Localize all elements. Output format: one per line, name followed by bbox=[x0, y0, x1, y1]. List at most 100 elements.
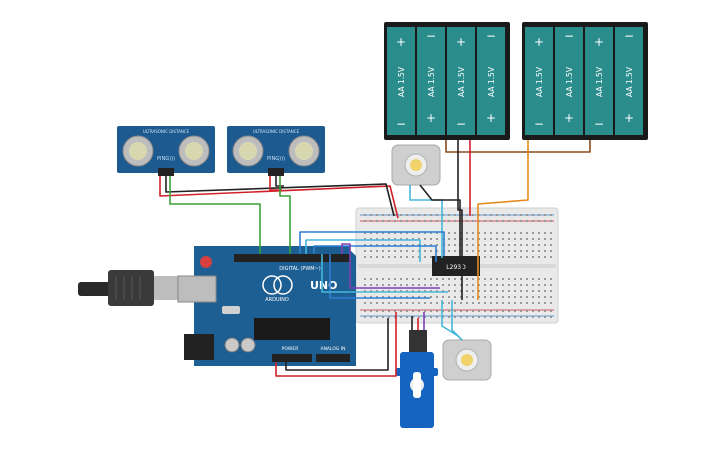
breadboard-hole bbox=[382, 290, 384, 292]
breadboard-hole bbox=[376, 302, 378, 304]
breadboard-hole bbox=[544, 250, 546, 252]
dc-motor-1[interactable] bbox=[391, 144, 441, 186]
breadboard-hole bbox=[466, 214, 468, 216]
breadboard-hole bbox=[406, 238, 408, 240]
breadboard-hole bbox=[496, 232, 498, 234]
breadboard-hole bbox=[484, 244, 486, 246]
breadboard-hole bbox=[532, 238, 534, 240]
breadboard-hole bbox=[370, 290, 372, 292]
breadboard-hole bbox=[454, 244, 456, 246]
power-header bbox=[272, 354, 312, 362]
wire-orange bbox=[477, 140, 529, 300]
breadboard-hole bbox=[370, 250, 372, 252]
breadboard-hole bbox=[400, 232, 402, 234]
battery-pack-1[interactable]: + − AA 1.5V − + AA 1.5V + − AA 1.5V − + … bbox=[384, 22, 510, 140]
breadboard-hole bbox=[472, 250, 474, 252]
breadboard-hole bbox=[442, 296, 444, 298]
breadboard-hole bbox=[496, 238, 498, 240]
breadboard-hole bbox=[442, 232, 444, 234]
svg-text:−: − bbox=[396, 117, 406, 131]
dc-motor-2[interactable] bbox=[442, 339, 492, 381]
breadboard-hole bbox=[412, 250, 414, 252]
breadboard-hole bbox=[370, 238, 372, 240]
breadboard-hole bbox=[478, 310, 480, 312]
breadboard-hole bbox=[538, 214, 540, 216]
microcontroller-chip bbox=[254, 318, 330, 340]
breadboard-hole bbox=[436, 302, 438, 304]
breadboard-hole bbox=[412, 284, 414, 286]
breadboard-hole bbox=[382, 302, 384, 304]
breadboard-hole bbox=[544, 278, 546, 280]
battery-pack-2[interactable]: + − AA 1.5V − + AA 1.5V + − AA 1.5V − + … bbox=[522, 22, 648, 140]
l293d-driver-chip[interactable]: L293D bbox=[432, 256, 480, 276]
breadboard-hole bbox=[538, 296, 540, 298]
breadboard-hole bbox=[472, 302, 474, 304]
servo-motor[interactable] bbox=[396, 330, 438, 428]
usb-cable[interactable] bbox=[78, 270, 180, 306]
breadboard-hole bbox=[430, 278, 432, 280]
breadboard-hole bbox=[490, 232, 492, 234]
breadboard-holes bbox=[364, 214, 552, 318]
svg-text:−: − bbox=[594, 117, 604, 131]
breadboard-hole bbox=[508, 278, 510, 280]
breadboard-hole bbox=[370, 244, 372, 246]
breadboard-hole bbox=[484, 284, 486, 286]
breadboard-hole bbox=[418, 316, 420, 318]
battery-cell: − + AA 1.5V bbox=[555, 27, 583, 135]
breadboard-hole bbox=[496, 214, 498, 216]
analog-header bbox=[316, 354, 350, 362]
breadboard-hole bbox=[484, 238, 486, 240]
breadboard-hole bbox=[520, 244, 522, 246]
breadboard-hole bbox=[478, 220, 480, 222]
breadboard-hole bbox=[496, 256, 498, 258]
breadboard-hole bbox=[400, 250, 402, 252]
breadboard-hole bbox=[520, 296, 522, 298]
breadboard-hole bbox=[526, 296, 528, 298]
board-brand: ARDUINO bbox=[265, 297, 289, 303]
breadboard-hole bbox=[472, 244, 474, 246]
breadboard-hole bbox=[520, 284, 522, 286]
ultrasonic-sensor-1[interactable]: ULTRASONIC DISTANCE PING))) bbox=[117, 126, 215, 176]
breadboard-hole bbox=[382, 238, 384, 240]
breadboard-hole bbox=[370, 316, 372, 318]
breadboard-hole bbox=[514, 296, 516, 298]
ultrasonic-sensor-2[interactable]: ULTRASONIC DISTANCE PING))) bbox=[227, 126, 325, 176]
analog-label: ANALOG IN bbox=[320, 346, 345, 352]
breadboard-hole bbox=[514, 290, 516, 292]
breadboard-hole bbox=[544, 316, 546, 318]
breadboard-hole bbox=[382, 310, 384, 312]
breadboard-hole bbox=[424, 296, 426, 298]
breadboard-hole bbox=[400, 256, 402, 258]
breadboard-hole bbox=[364, 284, 366, 286]
breadboard-hole bbox=[550, 310, 552, 312]
breadboard-hole bbox=[544, 238, 546, 240]
breadboard-hole bbox=[364, 316, 366, 318]
digital-header bbox=[234, 254, 350, 262]
breadboard-hole bbox=[376, 244, 378, 246]
breadboard-hole bbox=[478, 238, 480, 240]
breadboard-hole bbox=[442, 250, 444, 252]
breadboard-hole bbox=[394, 278, 396, 280]
breadboard-hole bbox=[508, 250, 510, 252]
breadboard-hole bbox=[502, 290, 504, 292]
breadboard-hole bbox=[502, 296, 504, 298]
breadboard-hole bbox=[550, 256, 552, 258]
arduino-uno-board[interactable]: DIGITAL (PWM~) UNO ARDUINO POWER ANALOG … bbox=[177, 246, 356, 366]
breadboard-hole bbox=[388, 244, 390, 246]
breadboard-hole bbox=[490, 244, 492, 246]
breadboard-hole bbox=[484, 296, 486, 298]
breadboard-hole bbox=[550, 316, 552, 318]
breadboard-hole bbox=[406, 310, 408, 312]
breadboard-hole bbox=[550, 290, 552, 292]
breadboard-hole bbox=[436, 290, 438, 292]
breadboard-hole bbox=[526, 220, 528, 222]
breadboard-hole bbox=[376, 284, 378, 286]
breadboard-hole bbox=[364, 244, 366, 246]
breadboard-hole bbox=[514, 310, 516, 312]
breadboard-hole bbox=[550, 250, 552, 252]
breadboard-hole bbox=[376, 232, 378, 234]
breadboard-hole bbox=[496, 310, 498, 312]
breadboard-hole bbox=[424, 278, 426, 280]
breadboard-hole bbox=[442, 238, 444, 240]
